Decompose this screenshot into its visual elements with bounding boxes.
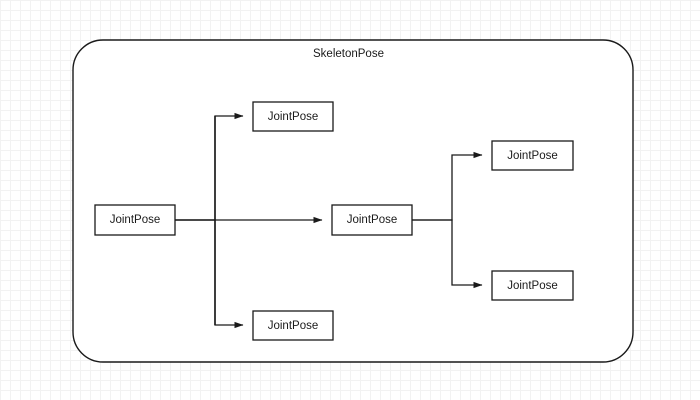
edge-root-to-child-bot	[175, 219, 244, 329]
node-child-top[interactable]	[252, 101, 334, 132]
node-root[interactable]	[94, 204, 176, 236]
skeleton-pose-container	[72, 39, 634, 363]
node-child-mid[interactable]	[331, 204, 413, 236]
node-leaf-top[interactable]	[491, 140, 574, 171]
node-child-bot[interactable]	[252, 310, 334, 341]
edge-child-mid-to-leaf-bottom	[412, 219, 483, 289]
node-leaf-bottom[interactable]	[491, 270, 574, 301]
container-title: SkeletonPose	[313, 48, 384, 60]
